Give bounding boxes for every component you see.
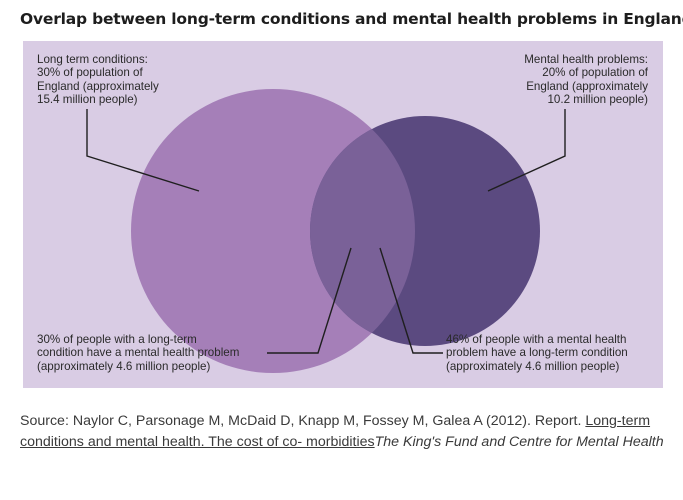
callout-line: (approximately 4.6 million people)	[446, 359, 620, 373]
callout-long-term-conditions: Long term conditions: 30% of population …	[37, 53, 159, 106]
leader-line-long-term	[86, 109, 200, 192]
callout-line: England (approximately	[37, 79, 159, 93]
callout-overlap-mental-health: 46% of people with a mental health probl…	[446, 333, 628, 373]
overlap-region	[310, 116, 415, 346]
callout-line: 30% of population of	[37, 66, 143, 80]
report-link[interactable]: Long-term conditions and mental health. …	[20, 413, 651, 450]
source-citation: Source: Naylor C, Parsonage M, McDaid D,…	[20, 411, 670, 452]
callout-line: England (approximately	[526, 79, 648, 93]
callout-line: 46% of people with a mental health	[446, 333, 627, 346]
venn-diagram	[86, 89, 566, 373]
callout-line: problem have a long-term condition	[446, 346, 628, 360]
callout-line: Mental health problems:	[524, 53, 648, 66]
figure-title: Overlap between long-term conditions and…	[20, 10, 683, 28]
callout-mental-health-problems: Mental health problems: 20% of populatio…	[524, 53, 648, 106]
leader-line-mental-health	[487, 109, 566, 192]
callout-line: (approximately 4.6 million people)	[37, 359, 211, 373]
leader-line-overlap-right	[379, 247, 443, 354]
callout-overlap-long-term: 30% of people with a long-term condition…	[37, 333, 239, 373]
venn-diagram-panel: Long term conditions: 30% of population …	[23, 41, 663, 388]
callout-line: 30% of people with a long-term	[37, 333, 197, 346]
leader-line-overlap-left	[267, 247, 352, 354]
callout-line: 10.2 million people)	[547, 92, 648, 106]
source-prefix: Source: Naylor C, Parsonage M, McDaid D,…	[20, 413, 586, 429]
source-publisher: The King's Fund and Centre for Mental He…	[374, 433, 664, 450]
callout-line: 20% of population of	[542, 66, 648, 80]
callout-line: condition have a mental health problem	[37, 346, 240, 360]
callout-line: Long term conditions:	[37, 53, 148, 66]
callout-line: 15.4 million people)	[37, 92, 138, 106]
